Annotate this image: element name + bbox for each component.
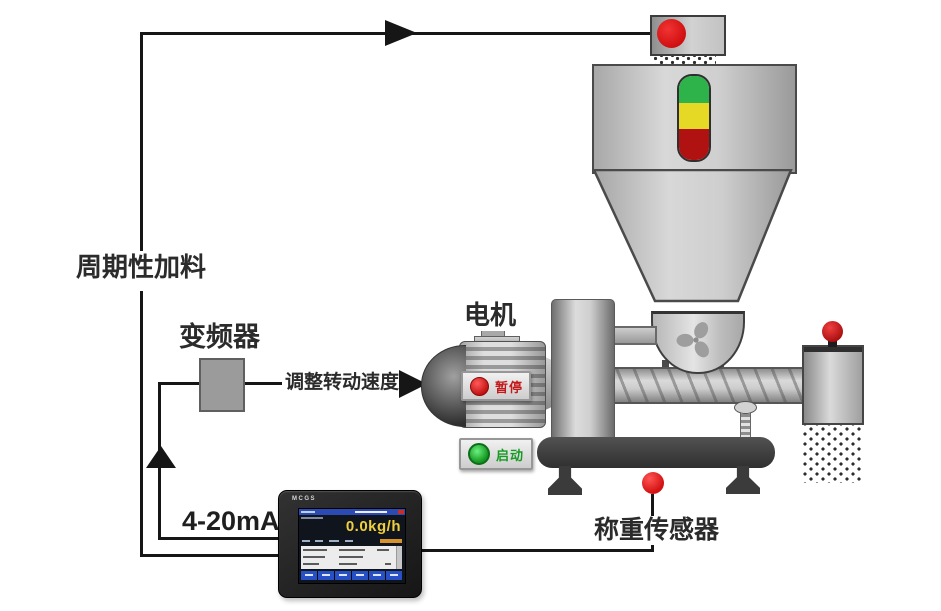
- feed-arrow-icon: [385, 20, 417, 46]
- label-motor: 电机: [464, 300, 517, 331]
- hmi-softkey: [369, 571, 385, 580]
- hmi-subtext: [301, 517, 323, 519]
- hmi-softkey: [301, 571, 317, 580]
- loop-line-vertical-bottom: [140, 291, 143, 556]
- level-red: [679, 129, 709, 160]
- impeller-icon: [676, 322, 709, 358]
- hmi-panel: MCGS 0.0kg/h: [278, 490, 422, 598]
- sensor-line-horizontal: [418, 549, 653, 552]
- hmi-flow-value: 0.0kg/h: [345, 518, 401, 535]
- adjuster-bolt-head: [734, 401, 757, 414]
- hmi-alarm-chip: [398, 510, 404, 514]
- hmi-softkey: [352, 571, 368, 580]
- hmi-data-table: [301, 546, 402, 569]
- level-green: [679, 76, 709, 103]
- outlet-knob-red: [822, 321, 843, 342]
- level-yellow: [679, 103, 709, 129]
- pause-button: 暂停: [461, 371, 531, 401]
- hmi-title-bar: [299, 509, 405, 515]
- label-weighing-sensor: 称重传感器: [594, 516, 720, 545]
- label-4-20ma: 4-20mA: [182, 506, 280, 538]
- pause-button-red-dot: [470, 376, 489, 396]
- start-button-green-dot: [468, 443, 490, 465]
- start-button-label: 启动: [496, 447, 525, 463]
- signal-up-arrow-icon: [146, 446, 176, 468]
- label-periodic-feeding: 周期性加料: [76, 252, 207, 283]
- motor-end-dome: [421, 345, 466, 427]
- label-adjust-speed: 调整转动速度: [285, 372, 400, 394]
- base-foot-right: [726, 466, 760, 494]
- discharge-outlet: [802, 345, 864, 425]
- frequency-converter-box: [199, 358, 245, 412]
- hopper-funnel: [592, 169, 793, 303]
- support-column: [551, 299, 615, 442]
- outlet-falling-material: [803, 423, 861, 483]
- hmi-line-upper-left: [158, 537, 282, 540]
- load-cell-dot: [642, 472, 664, 494]
- sensor-stub-top: [651, 494, 654, 518]
- hmi-button-bar: [301, 571, 402, 580]
- hmi-table-scrollbar: [396, 546, 402, 569]
- outlet-knob-stem: [828, 340, 837, 347]
- hmi-brand-logo: MCGS: [292, 496, 316, 502]
- adjuster-bolt-shaft: [740, 410, 751, 439]
- hmi-screen: 0.0kg/h: [298, 508, 406, 584]
- hmi-softkey: [335, 571, 351, 580]
- loop-line-vertical-top: [140, 33, 143, 251]
- base-foot-left: [548, 466, 582, 495]
- hmi-weight-value: [380, 539, 402, 543]
- sensor-stub-bottom: [651, 542, 654, 552]
- feeder-indicator-red: [657, 19, 686, 48]
- hmi-softkey: [386, 571, 402, 580]
- traffic-light-level-indicator: [677, 74, 711, 162]
- pause-button-label: 暂停: [495, 379, 524, 395]
- cross-pipe: [611, 326, 657, 345]
- outlet-cap: [804, 347, 862, 352]
- hmi-softkey: [318, 571, 334, 580]
- hmi-line-lower-left: [140, 554, 282, 557]
- label-frequency-converter: 变频器: [179, 322, 260, 354]
- machine-base: [537, 437, 775, 468]
- start-button: 启动: [459, 438, 533, 470]
